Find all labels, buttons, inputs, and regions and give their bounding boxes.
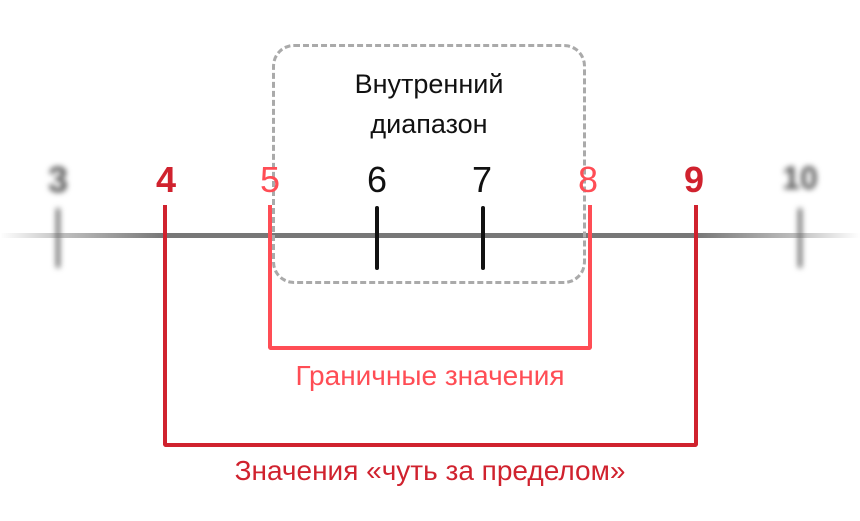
boundary-values-bracket (268, 205, 592, 350)
inner-range-title-line1: Внутренний (354, 69, 504, 99)
inner-range-title: Внутренний диапазон (272, 64, 586, 144)
outside-values-label: Значения «чуть за пределом» (234, 455, 626, 486)
tick-label-8: 8 (577, 159, 599, 200)
outside-values-bracket (163, 205, 698, 447)
inner-range-title-line2: диапазон (370, 109, 488, 139)
tick-label-4: 4 (155, 159, 177, 200)
tick-mark-3 (56, 208, 60, 268)
number-line-axis (0, 233, 860, 238)
tick-mark-7 (481, 206, 485, 270)
tick-mark-6 (375, 206, 379, 270)
tick-label-3: 3 (47, 159, 69, 200)
tick-label-10: 10 (782, 160, 818, 196)
inner-range-box (272, 44, 586, 284)
boundary-values-label: Граничные значения (295, 360, 565, 391)
tick-label-6: 6 (366, 159, 388, 200)
tick-label-7: 7 (471, 159, 493, 200)
tick-mark-10 (798, 208, 802, 268)
tick-label-5: 5 (259, 159, 281, 200)
tick-label-9: 9 (683, 159, 705, 200)
